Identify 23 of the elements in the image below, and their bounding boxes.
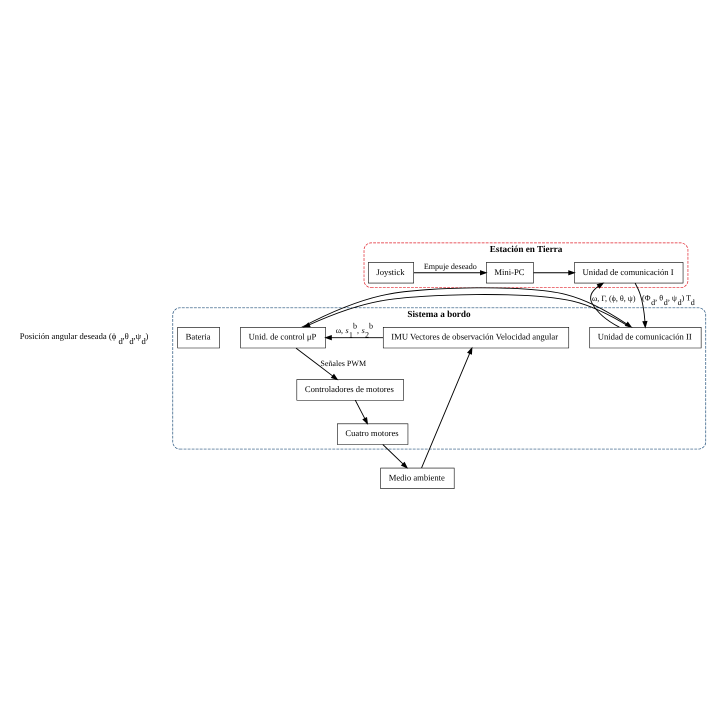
arrow — [634, 282, 648, 329]
arrow — [295, 348, 338, 380]
node-box: IMU Vectores de observación Velocidad angular — [382, 327, 569, 348]
arrow — [302, 294, 630, 328]
edge-label: Empuje deseado — [423, 262, 476, 271]
node-box: Medio ambiente — [380, 468, 454, 489]
arrow — [420, 346, 472, 468]
node-box: Unidad de comunicación II — [588, 327, 701, 348]
arrow — [412, 270, 488, 276]
node-box: Joystick — [368, 262, 414, 284]
node-box: Cuatro motores — [336, 424, 408, 445]
arrow — [382, 444, 408, 469]
node-box: Bateria — [176, 327, 220, 348]
arrow — [532, 270, 576, 276]
arrow — [354, 400, 368, 425]
edge-label: ω, Γ, (ϕ, θ, ψ) — [592, 294, 636, 304]
node-box: Unid. de control μP — [240, 327, 326, 348]
arrow — [324, 335, 384, 340]
node-box: Unidad de comunicación I — [574, 262, 683, 284]
node-box: Mini-PC — [486, 262, 534, 284]
node-box: Controladores de motores — [296, 379, 404, 401]
arrow — [590, 282, 620, 328]
edge-label: Señales PWM — [320, 358, 366, 368]
